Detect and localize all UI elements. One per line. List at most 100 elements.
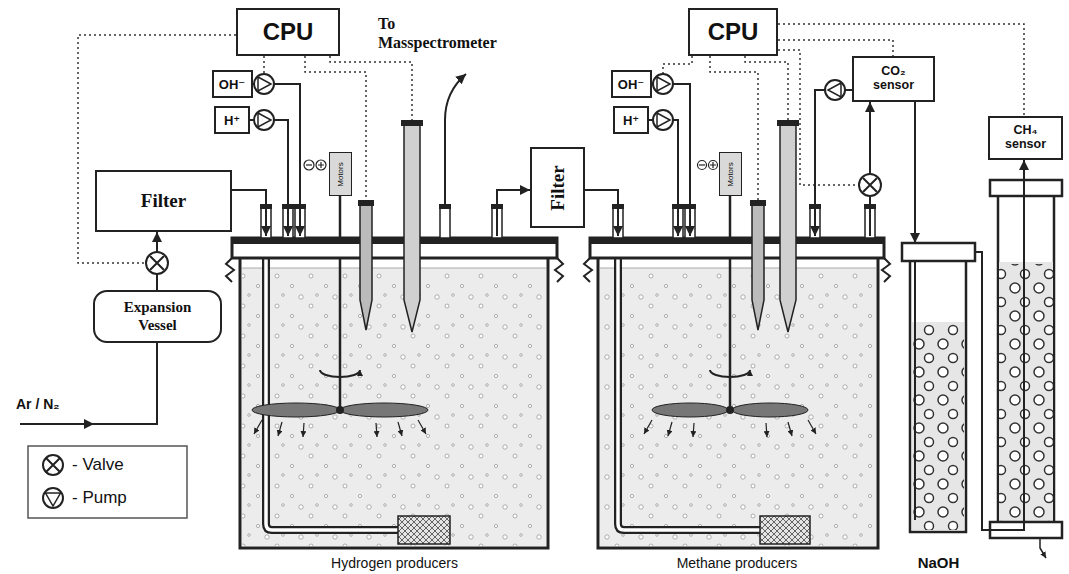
valve-sample (40, 452, 66, 478)
control-wire (330, 56, 412, 120)
methane-reactor (882, 258, 890, 282)
flow-line (914, 102, 916, 243)
naoh-column (902, 243, 975, 532)
methane-column (999, 262, 1053, 521)
methane-reactor (590, 238, 884, 258)
pump-symbol (254, 74, 274, 94)
hydrogen-reactor (232, 238, 557, 258)
reagent-pump-box: H⁺ (613, 106, 649, 134)
flow-arrow (254, 420, 426, 437)
control-wire (710, 56, 758, 200)
pump-symbol (657, 77, 670, 91)
signal-line (778, 24, 1024, 116)
hydrogen-reactor (336, 406, 344, 414)
methane-reactor (618, 258, 760, 530)
methane-reactor (584, 120, 890, 548)
port-fitting (440, 208, 450, 238)
node-label: Methane producers (675, 555, 800, 571)
flow-line (975, 160, 1024, 530)
methane-reactor (600, 268, 876, 269)
label-text: Ar / N₂ (16, 396, 60, 412)
control-wire (263, 56, 265, 74)
pump-symbol (254, 74, 845, 130)
methane-reactor (600, 270, 876, 546)
valve-symbol (859, 174, 881, 196)
pump-symbol (653, 74, 673, 94)
valve-sample (43, 455, 63, 475)
polarity-symbol (304, 160, 326, 170)
node-label: CPU (263, 18, 314, 46)
hydrogen-reactor (242, 268, 546, 269)
pump-symbol (657, 113, 670, 127)
outlet-label: To Masspectrometer (378, 14, 497, 52)
node-label: OH⁻ (219, 77, 245, 92)
methane-reactor (600, 268, 876, 546)
pump-symbol (258, 113, 271, 127)
hydrogen-reactor (398, 516, 450, 544)
flow-arrow (693, 423, 694, 437)
flow-line (250, 120, 288, 236)
hydrogen-reactor (240, 258, 548, 548)
control-wire (745, 56, 788, 120)
methane-reactor (726, 406, 734, 414)
legend-box (28, 446, 187, 518)
naoh-column (912, 324, 964, 530)
methane-reactor (652, 403, 728, 417)
signal-line (778, 40, 893, 56)
hydrogen-reactor (242, 268, 546, 546)
node-label: Expansion Vessel (124, 299, 192, 334)
filter-box: Filter (530, 147, 585, 228)
polarity-symbol (316, 160, 326, 170)
methane-reactor (618, 258, 760, 530)
legend-text: - Pump (72, 488, 127, 508)
legend-text: - Valve (72, 455, 124, 475)
flow-arrow (668, 422, 672, 436)
reagent-pump-box: OH⁻ (611, 70, 652, 98)
flow-line (815, 90, 852, 236)
pump-symbol (254, 110, 274, 130)
node-label: CO₂ sensor (873, 65, 914, 93)
label-text: To Masspectrometer (378, 14, 497, 52)
pump-sample (43, 488, 63, 508)
gas-sensor-box: CH₄ sensor (988, 116, 1063, 160)
pump-symbol (825, 80, 845, 100)
reactor-vessel: Methane producers (590, 236, 884, 574)
flow-line (232, 190, 266, 236)
pump-symbol (258, 77, 271, 91)
node-label: H⁺ (224, 113, 240, 128)
polarity-symbol (710, 162, 716, 168)
polarity-symbol (699, 164, 705, 165)
gas-sample-tube (445, 74, 466, 204)
gas-inlet-label: Ar / N₂ (16, 396, 60, 412)
node-label: Hydrogen producers (329, 555, 460, 571)
electrode-probe (360, 205, 372, 330)
connector-group (157, 24, 1024, 530)
legend-entry: - Valve (40, 451, 124, 479)
flow-line (497, 190, 530, 236)
polarity-symbol (698, 161, 718, 170)
methane-column (998, 196, 1054, 522)
methane-reactor (760, 516, 810, 544)
gas-sensor-box: CO₂ sensor (852, 56, 935, 102)
hydrogen-reactor (232, 238, 557, 244)
pump-symbol (653, 110, 673, 130)
node-label: OH⁻ (618, 77, 644, 92)
flow-arrow (398, 422, 402, 436)
hydrogen-reactor (242, 270, 546, 546)
polarity-symbol (318, 162, 324, 168)
naoh-column (914, 261, 916, 520)
cpu-box: CPU (688, 8, 778, 56)
naoh-column (910, 261, 966, 532)
flow-arrow (376, 423, 377, 437)
polarity-symbol (698, 161, 707, 170)
flow-arrow (788, 422, 792, 436)
pump-sample (46, 493, 61, 506)
naoh-column (902, 243, 975, 261)
hydrogen-reactor (226, 258, 234, 282)
flow-arrow (418, 420, 426, 434)
valve-symbol (150, 256, 164, 270)
node-label: CH₄ sensor (1005, 124, 1046, 152)
node-label: Filter (141, 190, 186, 212)
methane-reactor (598, 258, 878, 548)
methane-column (990, 180, 1062, 558)
